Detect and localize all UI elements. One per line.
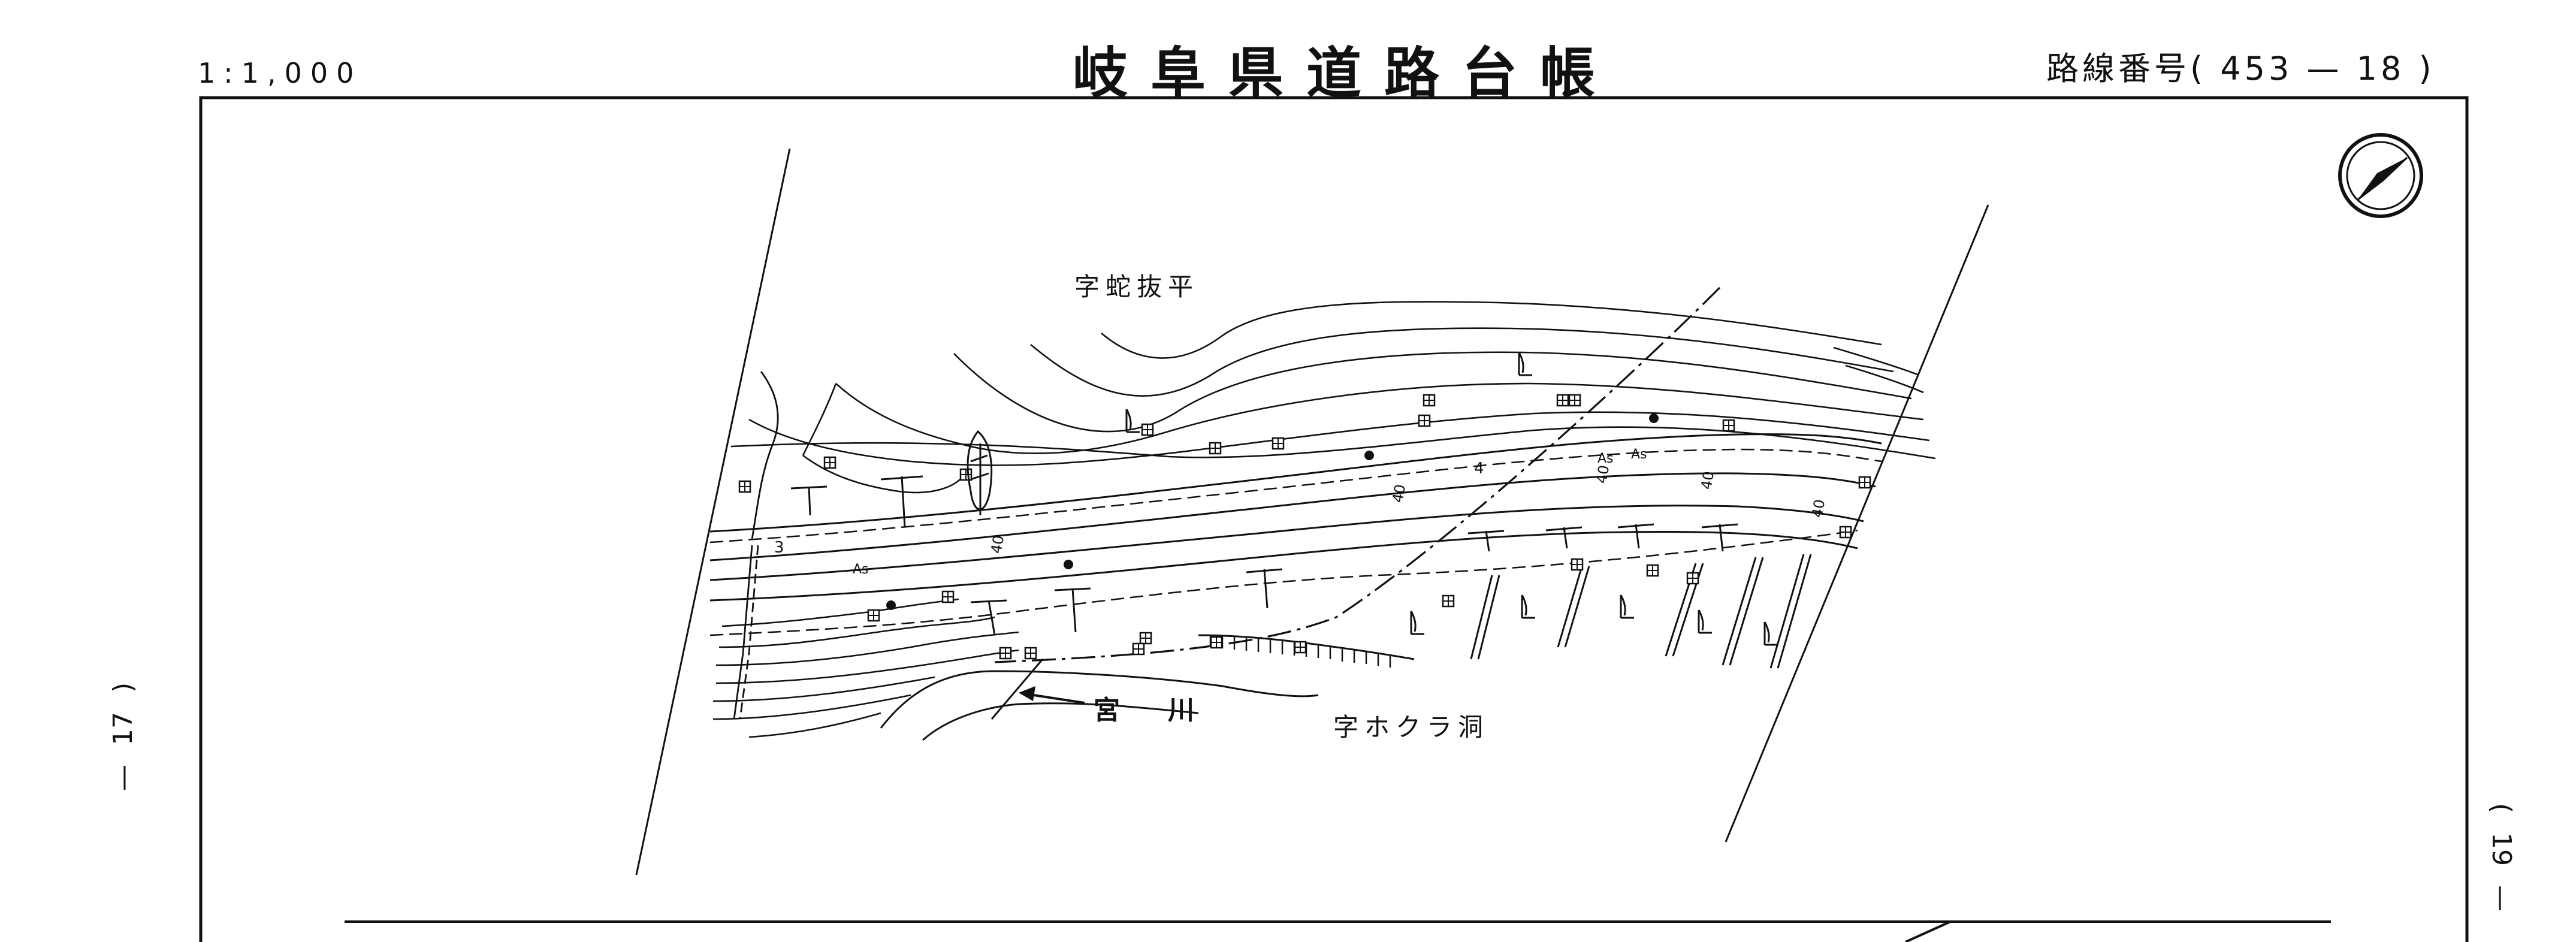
width-mark-5: 40 (1808, 498, 1828, 519)
road-edges (709, 433, 1882, 602)
contours-upper (730, 301, 1936, 494)
width-mark-3: 40 (1593, 464, 1612, 485)
road-dashed (709, 448, 1882, 636)
station-4: 4 (1474, 460, 1484, 478)
page-title: 岐阜県道路台帳 (1073, 41, 1618, 105)
contours-lower (712, 598, 1019, 738)
width-mark-1: 40 (987, 534, 1007, 555)
route-label: 路線番号 (2046, 50, 2190, 87)
width-mark-2: 40 (1389, 483, 1409, 504)
surface-as-1: As (853, 562, 869, 577)
river-flow-arrow (1019, 686, 1085, 704)
width-mark-4: 40 (1698, 470, 1717, 491)
left-page-number: —17) (108, 682, 138, 791)
station-3: 3 (774, 539, 784, 557)
river-banks (880, 634, 1415, 741)
river-name: 宮 川 (1094, 695, 1205, 726)
route-dash: — (2306, 50, 2343, 87)
route-number-value: 453 (2220, 50, 2293, 87)
divider-angle (1905, 920, 1951, 942)
match-line-right (1725, 204, 1989, 843)
right-page-number: (19— (2486, 803, 2517, 912)
north-arrow-icon (2338, 133, 2423, 218)
place-lower: 字ホクラ洞 (1333, 712, 1489, 742)
surface-as-2: As (1631, 447, 1647, 462)
utility-poles (886, 413, 1659, 610)
left-ditch (733, 371, 779, 720)
administrative-boundary (994, 286, 1721, 663)
tall-tree-icon (967, 430, 993, 515)
match-line-left (635, 148, 791, 875)
surface-as-3: As (1597, 451, 1614, 466)
route-sheet: 18 (2356, 50, 2405, 87)
map-scale: 1:1,000 (198, 57, 363, 89)
map-frame (199, 96, 2469, 942)
slope-ticks (790, 475, 1738, 636)
river-leader (990, 659, 1044, 720)
route-number: 路線番号( 453 — 18 ) (2046, 50, 2435, 87)
place-upper: 字蛇抜平 (1074, 272, 1199, 301)
